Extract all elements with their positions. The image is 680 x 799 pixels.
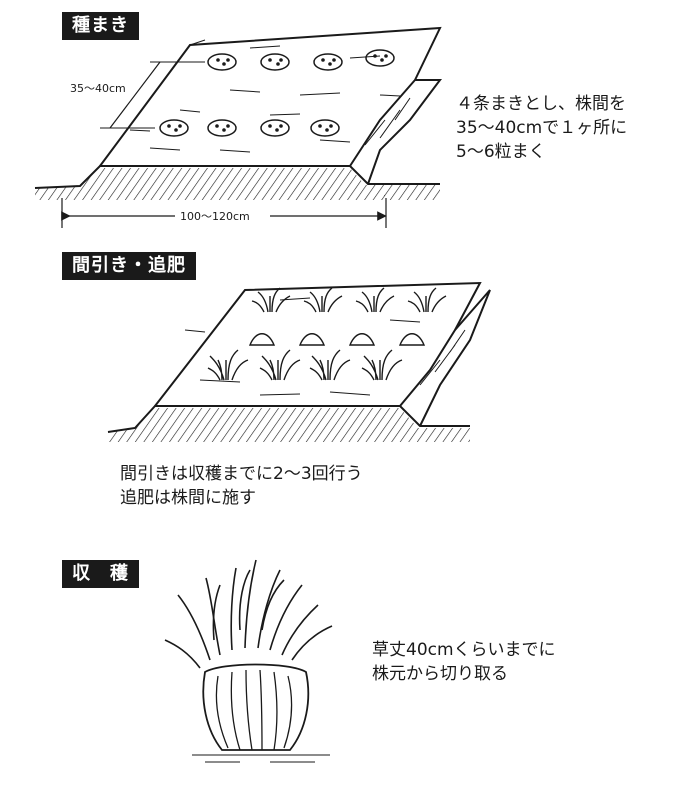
thinning-note-line-1: 間引きは収穫までに2～3回行う bbox=[120, 464, 363, 484]
sowing-note-line-1: ４条まきとし、株間を bbox=[456, 94, 626, 114]
sowing-note: ４条まきとし、株間を 35～40cmで１ヶ所に 5～6粒まく bbox=[456, 92, 627, 164]
seedling-row-front bbox=[207, 349, 403, 381]
section-header-thinning: 間引き・追肥 bbox=[62, 252, 196, 280]
sowing-note-line-3: 5～6粒まく bbox=[456, 142, 546, 162]
spacing-dimension-label: 35～40cm bbox=[70, 82, 126, 95]
width-dimension-label: 100～120cm bbox=[180, 210, 250, 223]
thinning-note-line-2: 追肥は株間に施す bbox=[120, 488, 256, 508]
harvest-note: 草丈40cmくらいまでに 株元から切り取る bbox=[372, 638, 556, 686]
section-header-harvest: 収 穫 bbox=[62, 560, 139, 588]
sowing-bed-illustration bbox=[34, 26, 442, 228]
harvest-plant-illustration bbox=[164, 559, 333, 763]
thinning-note: 間引きは収穫までに2～3回行う 追肥は株間に施す bbox=[120, 462, 363, 510]
section-header-sowing: 種まき bbox=[62, 12, 139, 40]
thinning-bed-illustration bbox=[107, 281, 491, 442]
seedling-row-back bbox=[251, 287, 447, 313]
harvest-note-line-1: 草丈40cmくらいまでに bbox=[372, 640, 556, 660]
fertilizer-mounds bbox=[248, 333, 426, 346]
harvest-note-line-2: 株元から切り取る bbox=[372, 664, 508, 684]
sowing-note-line-2: 35～40cmで１ヶ所に bbox=[456, 118, 628, 138]
